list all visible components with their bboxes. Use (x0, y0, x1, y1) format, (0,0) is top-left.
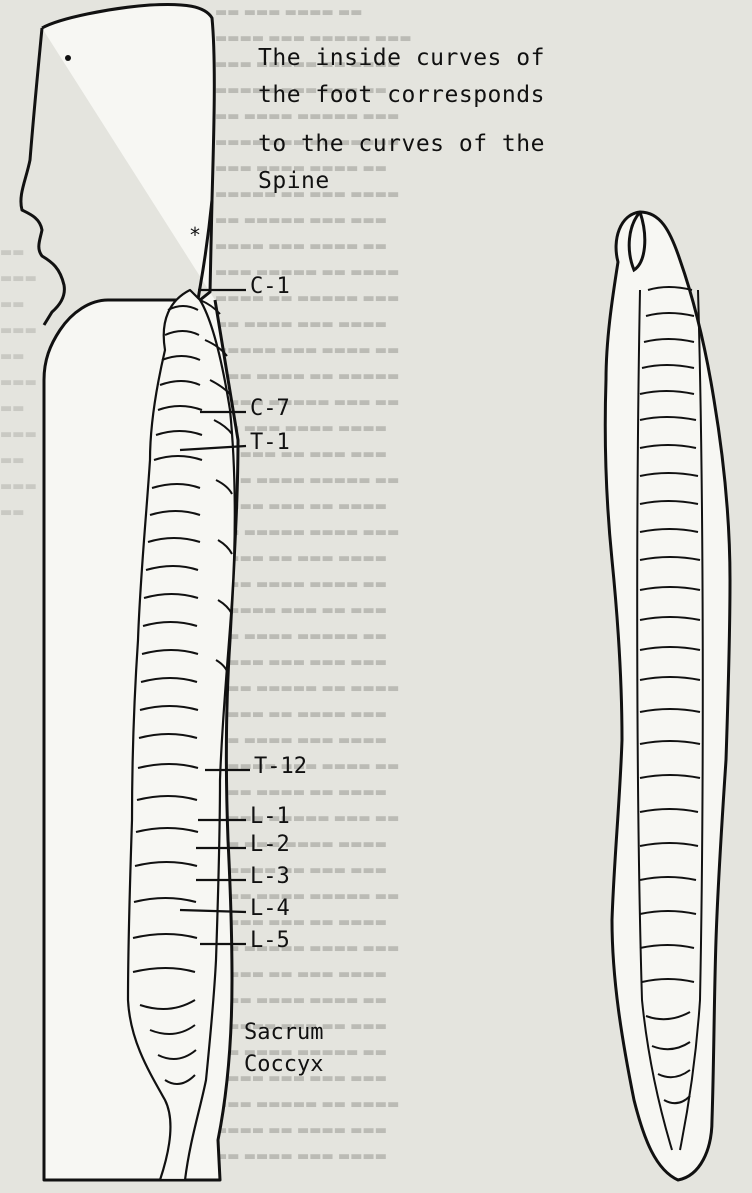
label-sacrum: Sacrum (244, 1020, 323, 1045)
foot-outline (605, 212, 730, 1180)
label-coccyx: Coccyx (244, 1052, 323, 1077)
label-c1: C-1 (250, 274, 290, 299)
label-t1: T-1 (250, 430, 290, 455)
diagram-caption: The inside curves of the foot correspond… (258, 40, 618, 200)
label-l5: L-5 (250, 928, 290, 953)
label-l1: L-1 (250, 804, 290, 829)
label-c7: C-7 (250, 396, 290, 421)
label-l3: L-3 (250, 864, 290, 889)
label-l2: L-2 (250, 832, 290, 857)
caption-line-2: the foot corresponds (258, 77, 618, 114)
caption-line-4: Spine (258, 163, 618, 200)
ear-mark (65, 55, 71, 61)
face-profile (21, 28, 64, 325)
label-l4: L-4 (250, 896, 290, 921)
caption-line-1: The inside curves of (258, 40, 618, 77)
label-t12: T-12 (254, 754, 307, 779)
caption-line-3: to the curves of the (258, 126, 618, 163)
star-mark: * (190, 223, 200, 247)
